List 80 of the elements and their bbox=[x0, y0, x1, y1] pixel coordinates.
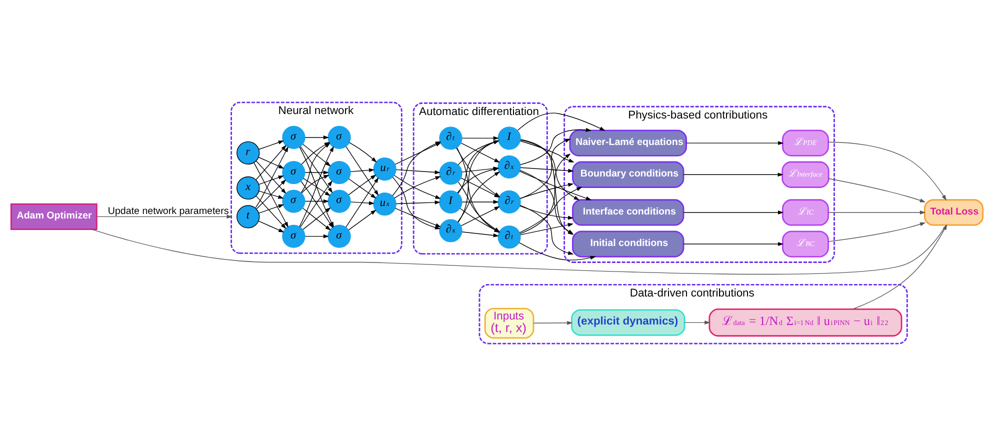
node-circle: σ bbox=[282, 189, 306, 212]
arrow bbox=[350, 168, 375, 172]
arrow bbox=[256, 144, 286, 180]
arrow bbox=[396, 168, 440, 174]
arrow bbox=[828, 178, 926, 202]
arrow bbox=[520, 152, 571, 234]
arrow bbox=[304, 198, 330, 203]
arrow bbox=[255, 146, 288, 208]
arrow bbox=[256, 178, 286, 209]
arrow bbox=[520, 182, 574, 198]
arrow bbox=[684, 320, 710, 324]
node-box: Boundary conditions bbox=[572, 160, 684, 188]
node-box: Initial conditions bbox=[572, 230, 684, 257]
arrow bbox=[258, 220, 284, 232]
arrow bbox=[304, 170, 330, 174]
arrow bbox=[396, 200, 440, 204]
arrow bbox=[828, 222, 926, 242]
arrow bbox=[348, 174, 376, 195]
arrow bbox=[346, 176, 379, 228]
node-circle: r bbox=[236, 140, 260, 164]
node-circle: σ bbox=[328, 160, 351, 184]
arrow bbox=[519, 186, 582, 232]
node-box: Inputs (t, r, x) bbox=[484, 307, 534, 338]
arrow bbox=[301, 174, 330, 193]
arrow bbox=[520, 205, 574, 220]
arrow bbox=[683, 210, 784, 214]
arrow bbox=[392, 176, 441, 229]
node-circle: I bbox=[439, 190, 462, 214]
arrow bbox=[348, 142, 377, 162]
arrow bbox=[348, 178, 376, 198]
arrow bbox=[462, 200, 499, 204]
arrow bbox=[256, 195, 286, 228]
connector bbox=[91, 224, 946, 274]
arrow bbox=[828, 210, 926, 214]
arrow bbox=[96, 214, 232, 218]
node-box: Interface conditions bbox=[572, 198, 684, 226]
arrow bbox=[258, 175, 284, 184]
arrow bbox=[517, 112, 606, 130]
node-circle: σ bbox=[328, 125, 351, 149]
edge-label: Update network parameters bbox=[108, 206, 229, 217]
arrow bbox=[258, 156, 284, 168]
arrow bbox=[683, 172, 784, 176]
node-circle: t bbox=[236, 204, 260, 228]
arrow bbox=[350, 200, 375, 205]
arrow bbox=[395, 207, 442, 227]
arrow bbox=[518, 242, 596, 260]
arrow bbox=[304, 135, 330, 139]
arrow bbox=[520, 138, 571, 198]
arrow bbox=[533, 320, 573, 324]
arrow bbox=[258, 204, 284, 214]
arrow bbox=[254, 162, 288, 228]
arrow bbox=[519, 170, 592, 200]
node-circle: σ bbox=[282, 224, 306, 248]
arrow bbox=[520, 127, 592, 165]
node-circle: I bbox=[498, 126, 521, 150]
arrow bbox=[258, 190, 284, 198]
node-circle: σ bbox=[282, 160, 306, 184]
arrow bbox=[683, 242, 784, 246]
node-box: Total Loss bbox=[924, 198, 984, 226]
node-box: Naiver-Lamé equations bbox=[569, 129, 687, 156]
arrow bbox=[460, 206, 500, 226]
node-circle: x bbox=[236, 176, 260, 200]
node-box: (explicit dynamics) bbox=[570, 308, 686, 336]
arrow bbox=[520, 139, 580, 200]
node-circle: σ bbox=[328, 189, 351, 212]
arrow bbox=[258, 140, 284, 150]
arrow bbox=[852, 224, 948, 309]
arrow bbox=[828, 141, 946, 200]
node-box: Adam Optimizer bbox=[10, 202, 98, 230]
arrow bbox=[256, 160, 286, 194]
arrow bbox=[302, 178, 331, 196]
node-circle: σ bbox=[328, 224, 351, 248]
arrow bbox=[686, 140, 784, 145]
arrow bbox=[346, 146, 379, 196]
arrow bbox=[520, 166, 574, 172]
arrow bbox=[462, 136, 499, 140]
arrow bbox=[348, 209, 376, 230]
arrow bbox=[462, 231, 500, 237]
arrow bbox=[520, 140, 574, 162]
arrow bbox=[304, 234, 330, 238]
